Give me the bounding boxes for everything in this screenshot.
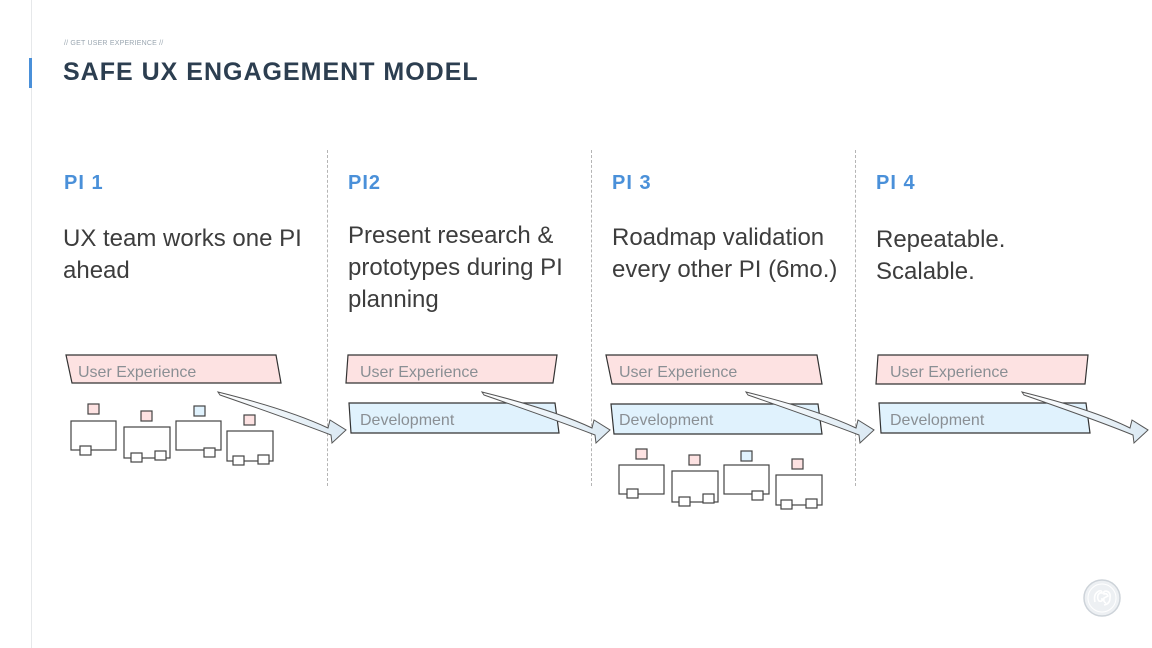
pi-4-label: PI 4 — [876, 172, 916, 194]
team-desks-icon — [70, 403, 274, 466]
pi-3-label: PI 3 — [612, 172, 652, 194]
column-divider — [327, 150, 328, 486]
pi-2-label: PI2 — [348, 172, 382, 194]
ux-bar — [65, 354, 282, 384]
pi-4-bars: User Experience Development — [875, 354, 1091, 434]
page-title: SAFE UX ENGAGEMENT MODEL — [63, 58, 479, 86]
ux-bar-label: User Experience — [890, 364, 1008, 381]
pi-2-bars: User Experience Development — [345, 354, 560, 434]
curved-arrow-icon — [480, 391, 611, 445]
eyebrow: // GET USER EXPERIENCE // — [64, 40, 164, 47]
ux-bar — [345, 354, 558, 384]
team-desks-icon — [618, 448, 823, 510]
curved-arrow-icon — [216, 391, 347, 445]
pi-1-description: UX team works one PI ahead — [63, 225, 302, 284]
ux-bar-label: User Experience — [619, 364, 737, 381]
curved-arrow-icon — [1020, 391, 1149, 445]
ux-bar — [605, 354, 823, 385]
pi-1-bars: User Experience — [65, 354, 282, 384]
ux-bar-label: User Experience — [78, 364, 196, 381]
column-divider — [591, 150, 592, 486]
pi-3-description: Roadmap validation every other PI (6mo.) — [612, 224, 838, 283]
pi-2-description: Present research & prototypes during PI … — [348, 222, 563, 313]
left-rule — [31, 0, 32, 648]
pi-4-description: Repeatable. Scalable. — [876, 226, 1006, 285]
pi-1-label: PI 1 — [64, 172, 104, 194]
ux-bar-label: User Experience — [360, 364, 478, 381]
dev-bar — [610, 403, 823, 435]
ux-bar — [875, 354, 1089, 385]
dev-bar-label: Development — [360, 412, 455, 429]
dev-bar — [878, 402, 1091, 434]
dev-bar-label: Development — [890, 412, 985, 429]
title-accent — [29, 58, 32, 88]
dev-bar — [348, 402, 560, 434]
column-divider — [855, 150, 856, 486]
pi-3-bars: User Experience Development — [605, 354, 823, 435]
curved-arrow-icon — [744, 391, 875, 445]
dev-bar-label: Development — [619, 412, 714, 429]
ge-logo — [1083, 579, 1121, 617]
